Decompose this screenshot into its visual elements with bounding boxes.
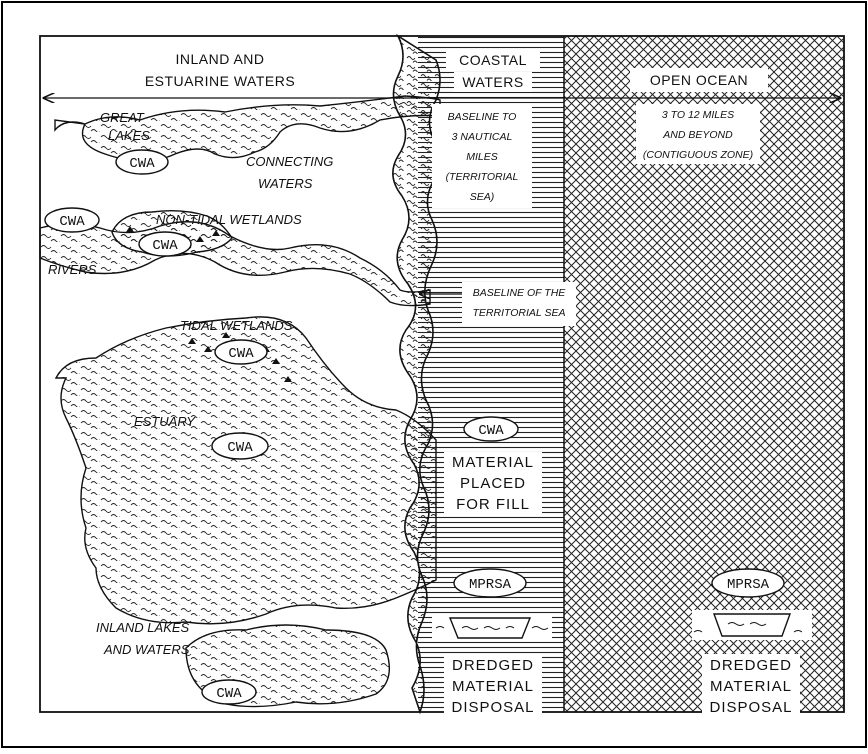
baseline-3nm-2: 3 NAUTICAL xyxy=(452,131,513,143)
baseline-3nm-1: BASELINE TO xyxy=(448,111,517,123)
dredged-coastal-1: DREDGED xyxy=(452,657,534,674)
cwa-badge: CWA xyxy=(211,432,269,460)
coastal-label-line1: COASTAL xyxy=(459,52,527,68)
svg-text:MPRSA: MPRSA xyxy=(727,577,770,593)
estuary-label: ESTUARY xyxy=(134,414,196,429)
barge-icon xyxy=(432,616,552,640)
svg-text:CWA: CWA xyxy=(129,156,155,172)
baseline-ts-1: BASELINE OF THE xyxy=(473,287,567,299)
dredged-ocean-2: MATERIAL xyxy=(710,678,792,695)
fill-label-3: FOR FILL xyxy=(456,496,530,513)
dredged-ocean-3: DISPOSAL xyxy=(709,699,792,716)
mprsa-badge: MPRSA xyxy=(711,568,785,598)
tidal-label: TIDAL WETLANDS xyxy=(180,318,293,333)
great-lakes-label-1: GREAT xyxy=(100,110,145,125)
svg-text:CWA: CWA xyxy=(478,423,504,439)
cwa-badge: CWA xyxy=(214,339,268,365)
cwa-badge: CWA xyxy=(138,231,192,257)
ocean-label-bg xyxy=(630,68,768,92)
baseline-ts-2: TERRITORIAL SEA xyxy=(473,307,566,319)
inland-lakes-label-2: AND WATERS xyxy=(103,642,190,657)
baseline-3nm-5: SEA) xyxy=(470,191,495,203)
cwa-badge: CWA xyxy=(44,207,100,233)
svg-text:CWA: CWA xyxy=(152,238,178,254)
fill-label-1: MATERIAL xyxy=(452,454,534,471)
ocean-zone-3: (CONTIGUOUS ZONE) xyxy=(643,149,753,161)
ocean-label: OPEN OCEAN xyxy=(650,72,748,88)
estuary-shape xyxy=(54,316,437,625)
baseline-ts-bg xyxy=(462,282,576,326)
cwa-badge: CWA xyxy=(115,149,169,175)
dredged-ocean-1: DREDGED xyxy=(710,657,792,674)
svg-text:CWA: CWA xyxy=(228,346,254,362)
dredged-coastal-bg xyxy=(444,654,542,720)
cwa-badge: CWA xyxy=(463,416,519,442)
svg-text:CWA: CWA xyxy=(227,440,253,456)
rivers-label: RIVERS xyxy=(48,262,97,277)
connecting-label-2: WATERS xyxy=(258,176,313,191)
dredged-ocean-bg xyxy=(702,654,800,720)
coastal-label-line2: WATERS xyxy=(462,74,523,90)
baseline-3nm-4: (TERRITORIAL xyxy=(446,171,519,183)
ocean-zone-1: 3 TO 12 MILES xyxy=(662,109,734,121)
coastal-label-bg xyxy=(446,50,540,70)
dredged-coastal-2: MATERIAL xyxy=(452,678,534,695)
great-lakes-label-2: LAKES xyxy=(108,128,150,143)
fill-label-2: PLACED xyxy=(460,475,526,492)
ocean-zone-2: AND BEYOND xyxy=(662,129,733,141)
non-tidal-label: NON-TIDAL WETLANDS xyxy=(156,212,302,227)
coastal-label-bg2 xyxy=(454,72,532,92)
cwa-badge: CWA xyxy=(201,679,257,705)
baseline-3nm-3: MILES xyxy=(466,151,498,163)
inland-label-line1: INLAND AND xyxy=(175,51,264,67)
dredged-coastal-3: DISPOSAL xyxy=(451,699,534,716)
inland-label-line2: ESTUARINE WATERS xyxy=(145,73,295,89)
svg-text:MPRSA: MPRSA xyxy=(469,577,512,593)
inland-lakes-label-1: INLAND LAKES xyxy=(96,620,190,635)
ocean-zone-bg xyxy=(636,104,760,164)
connecting-label-1: CONNECTING xyxy=(246,154,333,169)
inner-frame xyxy=(39,35,845,713)
svg-text:CWA: CWA xyxy=(59,214,85,230)
svg-text:CWA: CWA xyxy=(216,686,242,702)
baseline-3nm-bg xyxy=(432,104,532,208)
barge-icon xyxy=(692,610,812,640)
mprsa-badge: MPRSA xyxy=(453,568,527,598)
fill-label-bg xyxy=(444,452,542,516)
